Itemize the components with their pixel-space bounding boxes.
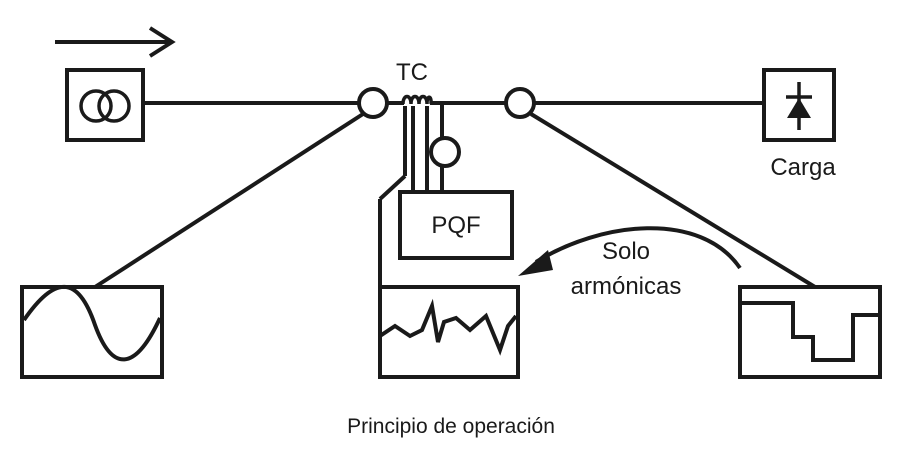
current-transformer-coil: [378, 94, 433, 287]
diagram-caption: Principio de operación: [347, 415, 555, 438]
harmonics-label-line1: Solo: [602, 238, 650, 265]
load-label: Carga: [770, 154, 836, 181]
measurement-point-load: [504, 87, 536, 119]
diode-icon: [762, 68, 836, 142]
measurement-point-source: [357, 87, 389, 119]
waveform-sine-box: [20, 284, 164, 379]
probe-line-source: [93, 112, 365, 289]
harmonics-label-line2: armónicas: [571, 273, 682, 300]
pqf-box: [398, 190, 514, 260]
probe-line-load: [529, 112, 817, 289]
ct-label: TC: [396, 59, 428, 86]
pqf-label: PQF: [431, 212, 480, 239]
arrow-right-icon: [55, 26, 176, 58]
measurement-point-filter: [429, 136, 461, 168]
waveform-harmonic-box: [378, 285, 520, 379]
harmonics-arrow: [518, 226, 742, 276]
transformer-icon: [65, 68, 145, 142]
waveform-square-box: [738, 285, 882, 379]
